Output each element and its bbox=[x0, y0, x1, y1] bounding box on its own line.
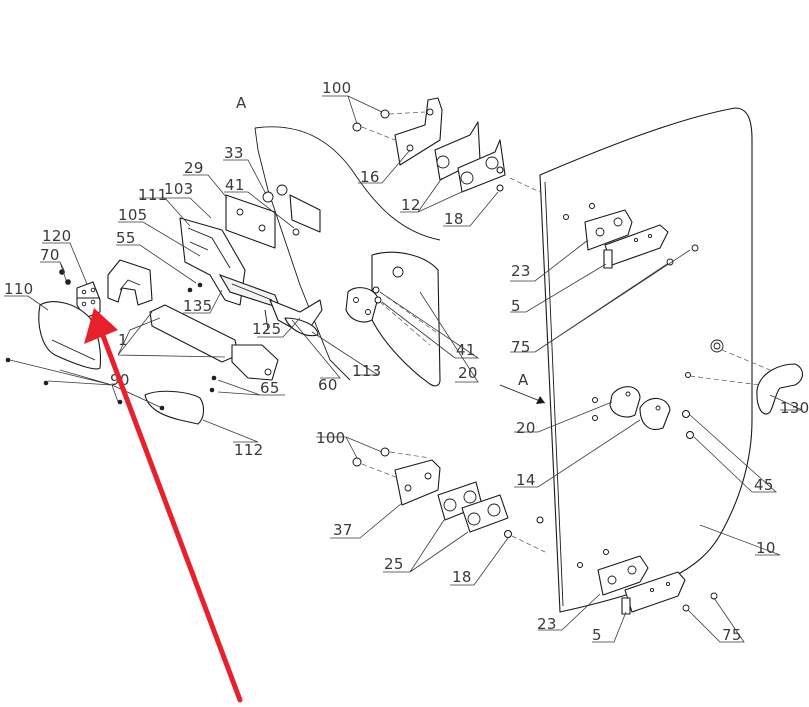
callout-14: 14 bbox=[516, 471, 536, 489]
plate-29 bbox=[225, 194, 276, 249]
callout-65: 65 bbox=[260, 379, 280, 397]
cover-112 bbox=[144, 390, 205, 425]
callout-60: 60 bbox=[318, 376, 338, 394]
bracket-25a bbox=[437, 481, 483, 521]
callout-labels: 100 16 12 18 33 29 41 103 111 105 55 120… bbox=[4, 79, 809, 644]
callout-130: 130 bbox=[780, 399, 809, 417]
callout-75-bottom: 75 bbox=[722, 626, 742, 644]
cover-110 bbox=[38, 301, 102, 370]
callout-103: 103 bbox=[164, 180, 194, 198]
handle-130 bbox=[756, 363, 804, 415]
section-label-a-top: A bbox=[236, 94, 247, 112]
section-label-a-mid: A bbox=[518, 371, 529, 389]
callout-70: 70 bbox=[40, 246, 60, 264]
callout-45: 45 bbox=[754, 476, 774, 494]
callout-100-top: 100 bbox=[322, 79, 352, 97]
leader-lines bbox=[4, 95, 803, 643]
callout-12: 12 bbox=[401, 196, 421, 214]
callout-125: 125 bbox=[252, 320, 282, 338]
section-a-arrowhead bbox=[536, 396, 545, 404]
callout-5-top: 5 bbox=[511, 297, 521, 315]
cover-plate-20 bbox=[609, 386, 641, 418]
callout-18-bottom: 18 bbox=[452, 568, 472, 586]
lever-assembly bbox=[107, 259, 279, 381]
lock-housing bbox=[179, 217, 281, 309]
callout-41-top: 41 bbox=[225, 176, 245, 194]
bracket-12b bbox=[457, 139, 506, 193]
callout-20-mid: 20 bbox=[458, 364, 478, 382]
callout-1: 1 bbox=[118, 331, 128, 349]
callout-16: 16 bbox=[360, 168, 380, 186]
plate-41 bbox=[289, 194, 321, 233]
callout-37: 37 bbox=[333, 521, 353, 539]
callout-113: 113 bbox=[352, 362, 382, 380]
callout-112: 112 bbox=[234, 441, 264, 459]
callout-20-door: 20 bbox=[516, 419, 536, 437]
section-a-arrow bbox=[499, 384, 546, 404]
callout-23-bottom: 23 bbox=[537, 615, 557, 633]
callout-100-bottom: 100 bbox=[316, 429, 346, 447]
washer-33-b bbox=[276, 184, 288, 196]
callout-55: 55 bbox=[116, 229, 136, 247]
hinge-top bbox=[584, 209, 669, 269]
red-pointer-arrow bbox=[84, 308, 243, 703]
link-arm bbox=[264, 299, 323, 337]
callout-105: 105 bbox=[118, 206, 148, 224]
callout-29: 29 bbox=[184, 159, 204, 177]
callout-110: 110 bbox=[4, 280, 34, 298]
bracket-25b bbox=[461, 494, 509, 533]
callout-75-top: 75 bbox=[511, 338, 531, 356]
door-panel bbox=[539, 107, 753, 613]
bracket-37 bbox=[394, 459, 441, 506]
bracket-16 bbox=[394, 97, 443, 166]
callout-111: 111 bbox=[138, 186, 168, 204]
contour-line-left bbox=[254, 127, 351, 381]
callout-10: 10 bbox=[756, 539, 776, 557]
mid-panel bbox=[371, 251, 441, 387]
callout-5-bottom: 5 bbox=[592, 626, 602, 644]
callout-33: 33 bbox=[224, 144, 244, 162]
callout-18-top: 18 bbox=[444, 210, 464, 228]
callout-23-top: 23 bbox=[511, 262, 531, 280]
cover-plate-20-top bbox=[345, 287, 379, 323]
cover-plate-14 bbox=[639, 397, 671, 430]
contour-curve bbox=[254, 126, 441, 241]
callout-25: 25 bbox=[384, 555, 404, 573]
callout-135: 135 bbox=[183, 297, 213, 315]
callout-41-mid: 41 bbox=[456, 341, 476, 359]
washer-33-a bbox=[262, 191, 274, 203]
callout-120: 120 bbox=[42, 227, 72, 245]
hinge-bottom bbox=[597, 555, 686, 615]
